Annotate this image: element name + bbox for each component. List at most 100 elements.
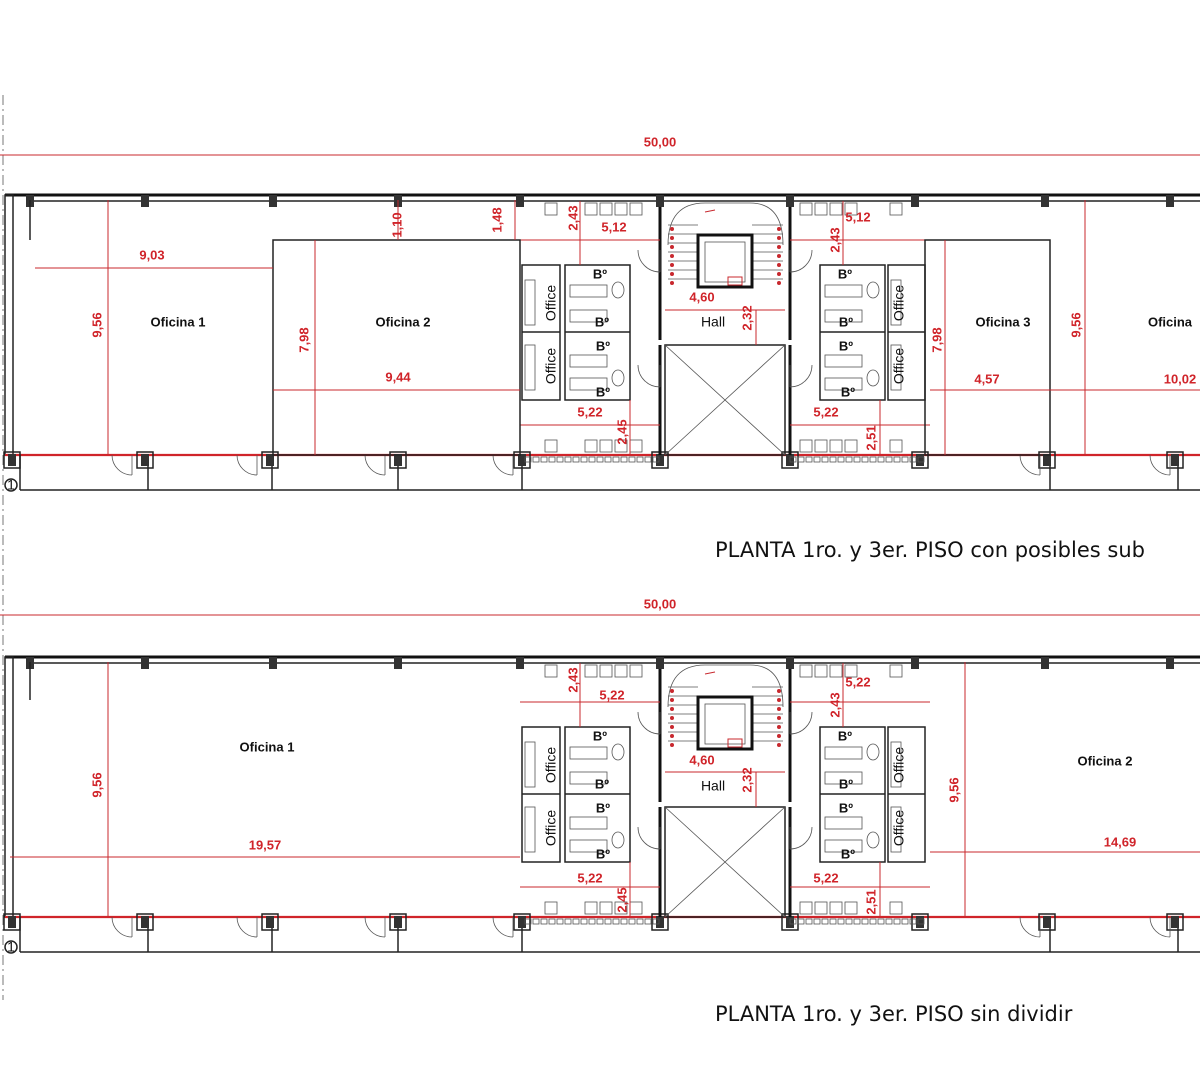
stair-step-mark (670, 281, 674, 285)
railing (853, 456, 861, 463)
column (911, 913, 929, 931)
sink (824, 771, 863, 785)
column (141, 195, 149, 207)
dimension-label: 9,56 (946, 777, 961, 802)
door-swing (637, 364, 661, 388)
railing (556, 456, 564, 463)
elevator-cab (704, 703, 746, 745)
railing (644, 456, 652, 463)
column (136, 451, 154, 469)
railing (612, 456, 620, 463)
door-swing (364, 454, 386, 476)
railing (604, 456, 612, 463)
column (911, 195, 919, 207)
column (1171, 454, 1179, 466)
column (1166, 913, 1184, 931)
railing (636, 456, 644, 463)
storage-box (889, 901, 903, 915)
storage-box (614, 901, 628, 915)
sink (824, 816, 863, 830)
column (1043, 916, 1051, 928)
column (516, 657, 524, 669)
stair-step-mark (670, 245, 674, 249)
counter (524, 741, 536, 788)
door-swing (364, 916, 386, 938)
bathroom-label: Bº (593, 266, 607, 281)
room-label: Oficina (1148, 314, 1193, 329)
storage-box (889, 664, 903, 678)
counter (890, 344, 902, 391)
stair-step-mark (670, 707, 674, 711)
railing (628, 456, 636, 463)
stair-curve (667, 664, 784, 708)
storage-box (799, 202, 813, 216)
railing (813, 918, 821, 925)
storage-box (544, 439, 558, 453)
column (1041, 195, 1049, 207)
stair-step-mark (670, 743, 674, 747)
storage-box (814, 439, 828, 453)
bathroom-label: Bº (839, 776, 853, 791)
railing (805, 918, 813, 925)
bathroom-label: Bº (595, 776, 609, 791)
column (8, 916, 16, 928)
dimension-label: 1,48 (489, 207, 504, 232)
dimension-label: 2,43 (565, 667, 580, 692)
sink (569, 816, 608, 830)
column (1166, 451, 1184, 469)
column (261, 913, 279, 931)
counter (524, 344, 536, 391)
grid-marker-label: 1 (7, 939, 15, 955)
door-swing (1019, 454, 1041, 476)
storage-box (799, 664, 813, 678)
toilet (866, 369, 880, 387)
column (1038, 913, 1056, 931)
column (389, 913, 407, 931)
toilet (866, 743, 880, 761)
railing (821, 918, 829, 925)
dimension-label: 2,51 (863, 425, 878, 450)
dimension-label: 7,98 (929, 327, 944, 352)
railing (612, 918, 620, 925)
storage-box (544, 202, 558, 216)
line (664, 344, 786, 456)
railing (572, 456, 580, 463)
stair-step-mark (670, 263, 674, 267)
railing (845, 918, 853, 925)
dimension-label: 5,22 (845, 674, 870, 689)
storage-box (599, 664, 613, 678)
office-label: Office (543, 810, 559, 847)
railing (564, 918, 572, 925)
bathroom-label: Bº (841, 384, 855, 399)
railing (813, 456, 821, 463)
railing (797, 456, 805, 463)
column (1166, 657, 1174, 669)
dimension-label: 2,51 (863, 889, 878, 914)
overall-dimension: 50,00 (644, 596, 677, 611)
dimension-label: 2,32 (739, 767, 754, 792)
plan-caption: PLANTA 1ro. y 3er. PISO con posibles sub (715, 538, 1145, 562)
storage-box (814, 202, 828, 216)
office-3-partition (924, 239, 1051, 456)
storage-box (889, 439, 903, 453)
railing (885, 456, 893, 463)
line (704, 671, 716, 675)
railing (805, 456, 813, 463)
stair-step-mark (777, 707, 781, 711)
dimension-label: 2,43 (565, 205, 580, 230)
toilet (611, 831, 625, 849)
column (261, 451, 279, 469)
room-label: Oficina 2 (376, 314, 431, 329)
bathroom-label: Bº (839, 800, 853, 815)
elevator-mark (727, 738, 743, 748)
railing (789, 918, 797, 925)
dimension-label: 5,22 (577, 404, 602, 419)
bathroom-label: Bº (593, 728, 607, 743)
railing (548, 918, 556, 925)
office-label: Office (543, 747, 559, 784)
dimension-label: 5,22 (577, 870, 602, 885)
door-swing (789, 711, 813, 735)
dimension-label: 5,22 (599, 687, 624, 702)
counter (890, 279, 902, 326)
